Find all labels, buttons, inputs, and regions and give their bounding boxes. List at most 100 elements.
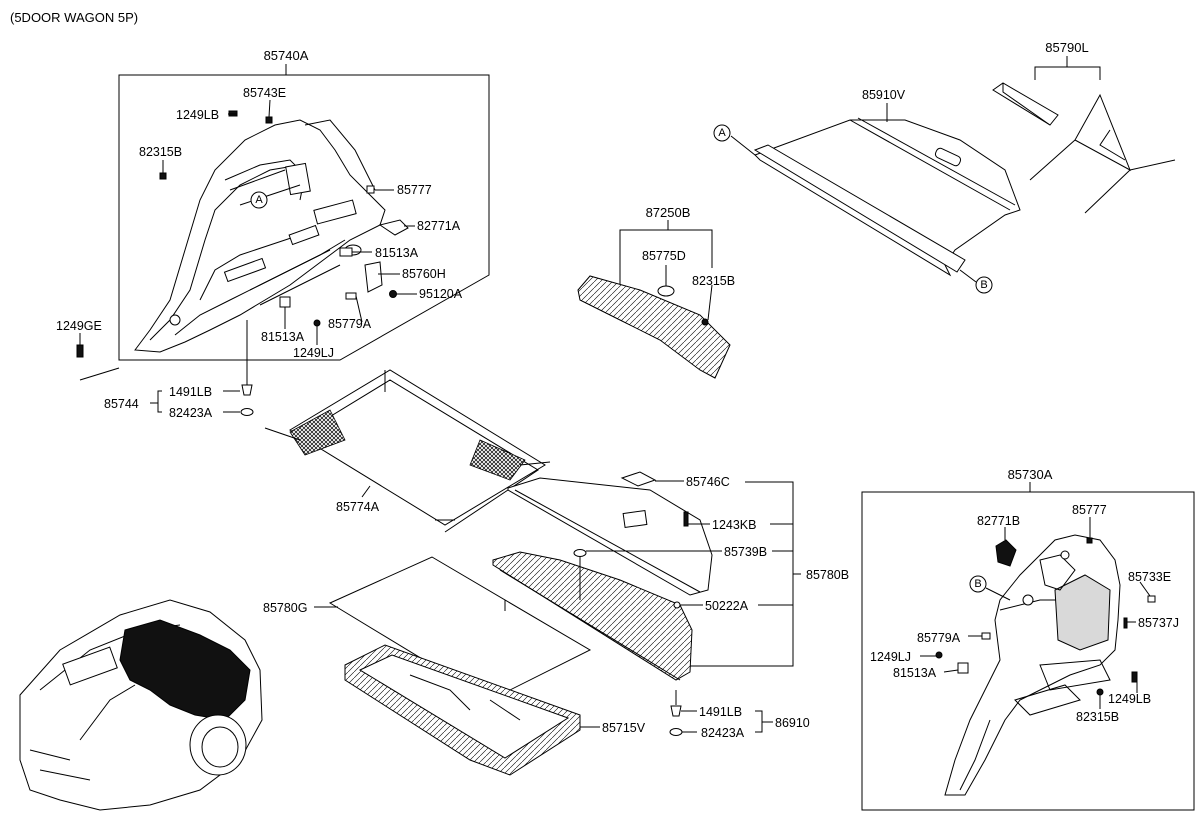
luggage-cover-group: A B 85910V bbox=[713, 88, 1021, 294]
clip-50222A bbox=[673, 601, 681, 609]
label-85779A-l: 85779A bbox=[328, 317, 372, 331]
callout-a-cover-text: A bbox=[718, 127, 726, 139]
label-1491LB-t: 1491LB bbox=[699, 705, 742, 719]
luggage-tray-drawing bbox=[492, 551, 693, 681]
covering-strip-drawing bbox=[992, 82, 1059, 126]
label-1491LB-s: 1491LB bbox=[169, 385, 212, 399]
clip-85777 bbox=[366, 185, 375, 194]
label-85715V: 85715V bbox=[602, 721, 646, 735]
label-85774A: 85774A bbox=[336, 500, 380, 514]
label-85780B: 85780B bbox=[806, 568, 849, 582]
washer-82423A-t bbox=[669, 728, 683, 736]
label-85730A: 85730A bbox=[1008, 467, 1053, 482]
cover-85760H bbox=[364, 261, 383, 293]
cover-strip-group: 87250B 85775D 82315B bbox=[577, 205, 735, 379]
covering-group: 85790L bbox=[992, 40, 1176, 214]
label-85779A-r: 85779A bbox=[917, 631, 961, 645]
luggage-tray-group: 85780B 85746C 1243KB 85739B 50222A 85780… bbox=[263, 471, 849, 776]
label-85740A: 85740A bbox=[264, 48, 309, 63]
label-82423A-s: 82423A bbox=[169, 406, 213, 420]
scuff-plate-drawing bbox=[577, 275, 731, 379]
label-82315B-s: 82315B bbox=[692, 274, 735, 288]
label-1249LJ-l: 1249LJ bbox=[293, 346, 334, 360]
stopper-1491LB bbox=[241, 384, 253, 396]
clip-82315B bbox=[159, 172, 167, 180]
luggage-board-drawing bbox=[507, 477, 713, 596]
label-81513A-b: 81513A bbox=[261, 330, 305, 344]
cap-82771A bbox=[378, 219, 409, 236]
callout-a-left-text: A bbox=[255, 194, 263, 206]
label-95120A: 95120A bbox=[419, 287, 463, 301]
label-1243KB: 1243KB bbox=[712, 518, 756, 532]
label-85775D: 85775D bbox=[642, 249, 686, 263]
right-trim-frame bbox=[861, 491, 1195, 811]
callout-a-cover bbox=[713, 124, 731, 142]
label-85777-r: 85777 bbox=[1072, 503, 1107, 517]
label-1249LB-r: 1249LB bbox=[1108, 692, 1151, 706]
label-81513A-r: 81513A bbox=[375, 246, 419, 260]
label-85910V: 85910V bbox=[862, 88, 906, 102]
label-85760H: 85760H bbox=[402, 267, 446, 281]
label-82315B-l: 82315B bbox=[139, 145, 182, 159]
screw-1249LJ-r bbox=[935, 651, 943, 659]
left-trim-group: 85740A A bbox=[56, 48, 490, 381]
right-quarter-trim-drawing bbox=[944, 534, 1121, 796]
label-85743E: 85743E bbox=[243, 86, 286, 100]
clip-85743E bbox=[265, 116, 273, 124]
label-1249LB-l: 1249LB bbox=[176, 108, 219, 122]
clip-85779A-r bbox=[981, 632, 991, 640]
screw-1249GE bbox=[76, 344, 84, 358]
label-85746C: 85746C bbox=[686, 475, 730, 489]
left-trim-frame bbox=[118, 74, 490, 361]
covering-frame-drawing bbox=[1074, 93, 1131, 172]
washer-82423A bbox=[240, 408, 254, 416]
label-85780G: 85780G bbox=[263, 601, 307, 615]
clip-81513A-r bbox=[339, 247, 353, 257]
callout-b-right bbox=[969, 575, 987, 593]
clip-85779A bbox=[345, 292, 357, 300]
screw-1243KB bbox=[683, 511, 689, 527]
screw-1249LJ bbox=[313, 319, 321, 327]
cap-82771B bbox=[995, 539, 1017, 567]
label-81513A-r: 81513A bbox=[893, 666, 937, 680]
label-85790L: 85790L bbox=[1045, 40, 1088, 55]
label-85737J: 85737J bbox=[1138, 616, 1179, 630]
label-50222A: 50222A bbox=[705, 599, 749, 613]
clip-81513A-rt bbox=[957, 662, 969, 674]
callout-b-right-text: B bbox=[974, 578, 981, 590]
clip-85737J bbox=[1123, 617, 1128, 629]
label-87250B: 87250B bbox=[646, 205, 691, 220]
label-86910: 86910 bbox=[775, 716, 810, 730]
clip-85733E bbox=[1147, 595, 1156, 603]
label-82771B: 82771B bbox=[977, 514, 1020, 528]
clip-82315B-s bbox=[701, 318, 709, 326]
vehicle-sketch bbox=[19, 599, 263, 811]
callout-b-cover bbox=[975, 276, 993, 294]
cap-85775D bbox=[657, 285, 675, 297]
left-quarter-trim-drawing bbox=[134, 119, 386, 353]
stopper-group: 1491LB 82423A 85744 bbox=[104, 320, 254, 420]
cap-85739B bbox=[573, 549, 587, 557]
label-85744: 85744 bbox=[104, 397, 139, 411]
luggage-cover-drawing bbox=[754, 119, 1021, 277]
callout-b-cover-text: B bbox=[980, 279, 987, 291]
screw-95120A bbox=[389, 290, 397, 298]
stopper-1491LB-t bbox=[670, 705, 682, 717]
label-1249LJ-r: 1249LJ bbox=[870, 650, 911, 664]
callout-a-left bbox=[250, 191, 268, 209]
label-85777-l: 85777 bbox=[397, 183, 432, 197]
label-85739B: 85739B bbox=[724, 545, 767, 559]
screw-1249LB-r bbox=[1131, 671, 1138, 683]
cargo-net-group: 85774A bbox=[264, 369, 551, 533]
clip-85777-r bbox=[1086, 537, 1093, 544]
label-1249GE: 1249GE bbox=[56, 319, 102, 333]
label-82315B-r: 82315B bbox=[1076, 710, 1119, 724]
label-82423A-t: 82423A bbox=[701, 726, 745, 740]
clip-82315B-r bbox=[1096, 688, 1104, 696]
right-trim-group: 85730A B bbox=[861, 467, 1195, 811]
clip-81513A-b bbox=[279, 296, 291, 308]
model-note: (5DOOR WAGON 5P) bbox=[10, 10, 138, 25]
label-85733E: 85733E bbox=[1128, 570, 1171, 584]
label-82771A: 82771A bbox=[417, 219, 461, 233]
